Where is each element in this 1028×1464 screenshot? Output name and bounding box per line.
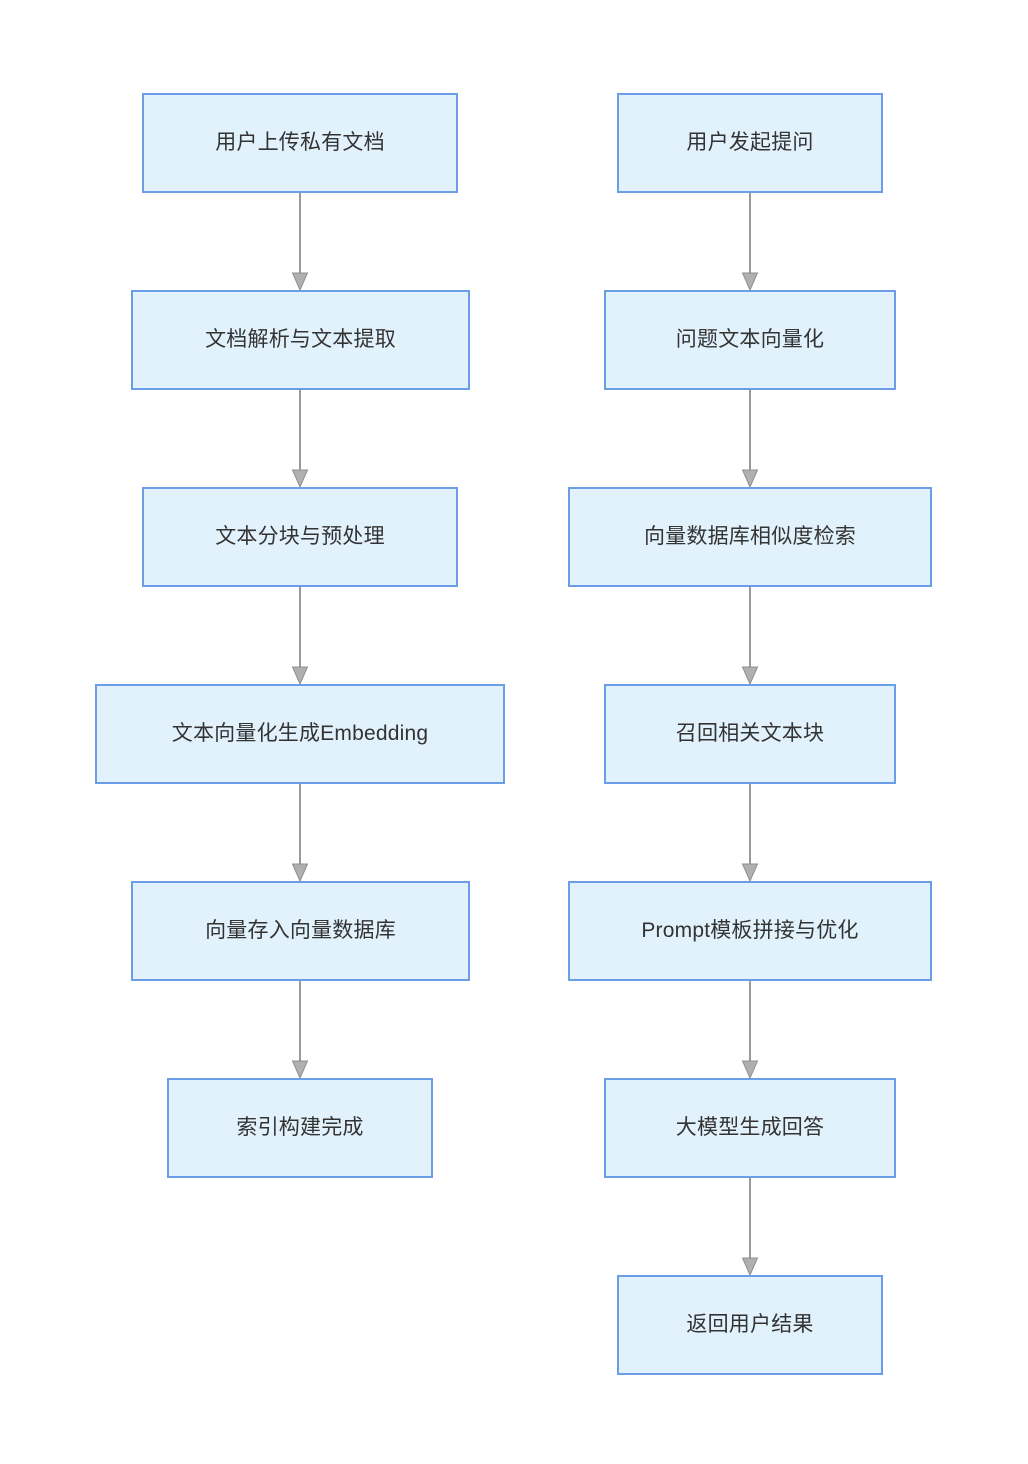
edge-arrowhead-icon bbox=[741, 272, 759, 292]
flow-node-l5[interactable]: 向量存入向量数据库 bbox=[131, 881, 470, 981]
edge-arrowhead-icon bbox=[741, 1060, 759, 1080]
flow-node-label: 向量数据库相似度检索 bbox=[644, 524, 856, 548]
flow-node-label: 文本向量化生成Embedding bbox=[171, 721, 429, 745]
flow-node-label: 大模型生成回答 bbox=[675, 1115, 825, 1139]
edge-arrowhead-icon bbox=[741, 666, 759, 686]
flow-node-l3[interactable]: 文本分块与预处理 bbox=[142, 487, 458, 587]
flow-edge-r5-to-r6 bbox=[741, 981, 759, 1080]
flow-node-l1[interactable]: 用户上传私有文档 bbox=[142, 93, 458, 193]
edge-arrowhead-icon bbox=[741, 1257, 759, 1277]
flow-edge-r4-to-r5 bbox=[741, 784, 759, 883]
flow-node-r4[interactable]: 召回相关文本块 bbox=[604, 684, 896, 784]
flow-node-r7[interactable]: 返回用户结果 bbox=[617, 1275, 883, 1375]
flow-node-label: 用户上传私有文档 bbox=[215, 130, 385, 154]
edge-arrowhead-icon bbox=[291, 272, 309, 292]
flow-node-label: 向量存入向量数据库 bbox=[205, 918, 396, 942]
flow-node-label: 索引构建完成 bbox=[236, 1115, 364, 1139]
flow-edge-l5-to-l6 bbox=[291, 981, 309, 1080]
flow-edge-l3-to-l4 bbox=[291, 587, 309, 686]
flow-node-r6[interactable]: 大模型生成回答 bbox=[604, 1078, 896, 1178]
flow-node-label: 用户发起提问 bbox=[686, 130, 814, 154]
edge-arrowhead-icon bbox=[291, 1060, 309, 1080]
edge-arrowhead-icon bbox=[741, 469, 759, 489]
flow-edge-l4-to-l5 bbox=[291, 784, 309, 883]
flow-edge-r2-to-r3 bbox=[741, 390, 759, 489]
flow-edge-r6-to-r7 bbox=[741, 1178, 759, 1277]
flow-node-l6[interactable]: 索引构建完成 bbox=[167, 1078, 433, 1178]
flow-node-label: 返回用户结果 bbox=[686, 1312, 814, 1336]
flow-edge-r3-to-r4 bbox=[741, 587, 759, 686]
flow-edge-l1-to-l2 bbox=[291, 193, 309, 292]
flow-node-label: 召回相关文本块 bbox=[675, 721, 825, 745]
flow-node-r2[interactable]: 问题文本向量化 bbox=[604, 290, 896, 390]
flow-node-l4[interactable]: 文本向量化生成Embedding bbox=[95, 684, 505, 784]
flow-node-label: 文档解析与文本提取 bbox=[205, 327, 396, 351]
flow-node-l2[interactable]: 文档解析与文本提取 bbox=[131, 290, 470, 390]
flow-node-r1[interactable]: 用户发起提问 bbox=[617, 93, 883, 193]
flow-edge-r1-to-r2 bbox=[741, 193, 759, 292]
edge-arrowhead-icon bbox=[741, 863, 759, 883]
flow-edge-l2-to-l3 bbox=[291, 390, 309, 489]
flow-node-label: 问题文本向量化 bbox=[675, 327, 825, 351]
edge-arrowhead-icon bbox=[291, 666, 309, 686]
flow-node-label: Prompt模板拼接与优化 bbox=[641, 918, 859, 942]
edge-arrowhead-icon bbox=[291, 863, 309, 883]
flow-node-label: 文本分块与预处理 bbox=[215, 524, 385, 548]
edge-arrowhead-icon bbox=[291, 469, 309, 489]
flow-node-r5[interactable]: Prompt模板拼接与优化 bbox=[568, 881, 932, 981]
flow-node-r3[interactable]: 向量数据库相似度检索 bbox=[568, 487, 932, 587]
